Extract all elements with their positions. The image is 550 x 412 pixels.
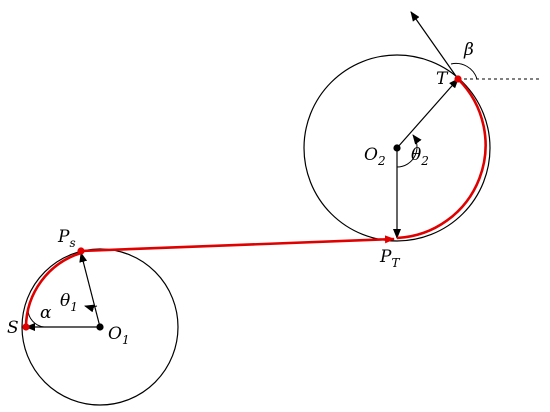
radius-o2-to-t xyxy=(396,78,459,149)
point-ps xyxy=(77,247,85,255)
label-alpha: α xyxy=(40,303,52,323)
angle-arc-theta2 xyxy=(396,134,422,168)
red-path-arc-1 xyxy=(24,251,82,328)
heading-vector-t xyxy=(410,11,459,80)
angle-arc-theta1 xyxy=(84,304,98,313)
angle-arc-beta xyxy=(450,62,478,80)
red-path-tangent xyxy=(80,235,395,253)
label-ps: Ps xyxy=(57,227,76,250)
point-o2 xyxy=(393,144,401,152)
label-pt: PT xyxy=(379,247,400,270)
circle-2 xyxy=(303,54,491,242)
label-t: T xyxy=(436,69,449,89)
label-theta2: θ2 xyxy=(411,145,429,168)
red-path-arc-2 xyxy=(396,78,487,240)
label-theta1: θ1 xyxy=(60,291,78,314)
label-s: S xyxy=(7,318,19,338)
point-o1 xyxy=(96,323,104,331)
point-s xyxy=(22,323,30,331)
point-t xyxy=(454,75,462,83)
label-beta: β xyxy=(463,40,474,60)
label-o2: O2 xyxy=(364,145,386,168)
label-o1: O1 xyxy=(108,324,130,347)
radius-o1-to-ps xyxy=(79,252,101,328)
